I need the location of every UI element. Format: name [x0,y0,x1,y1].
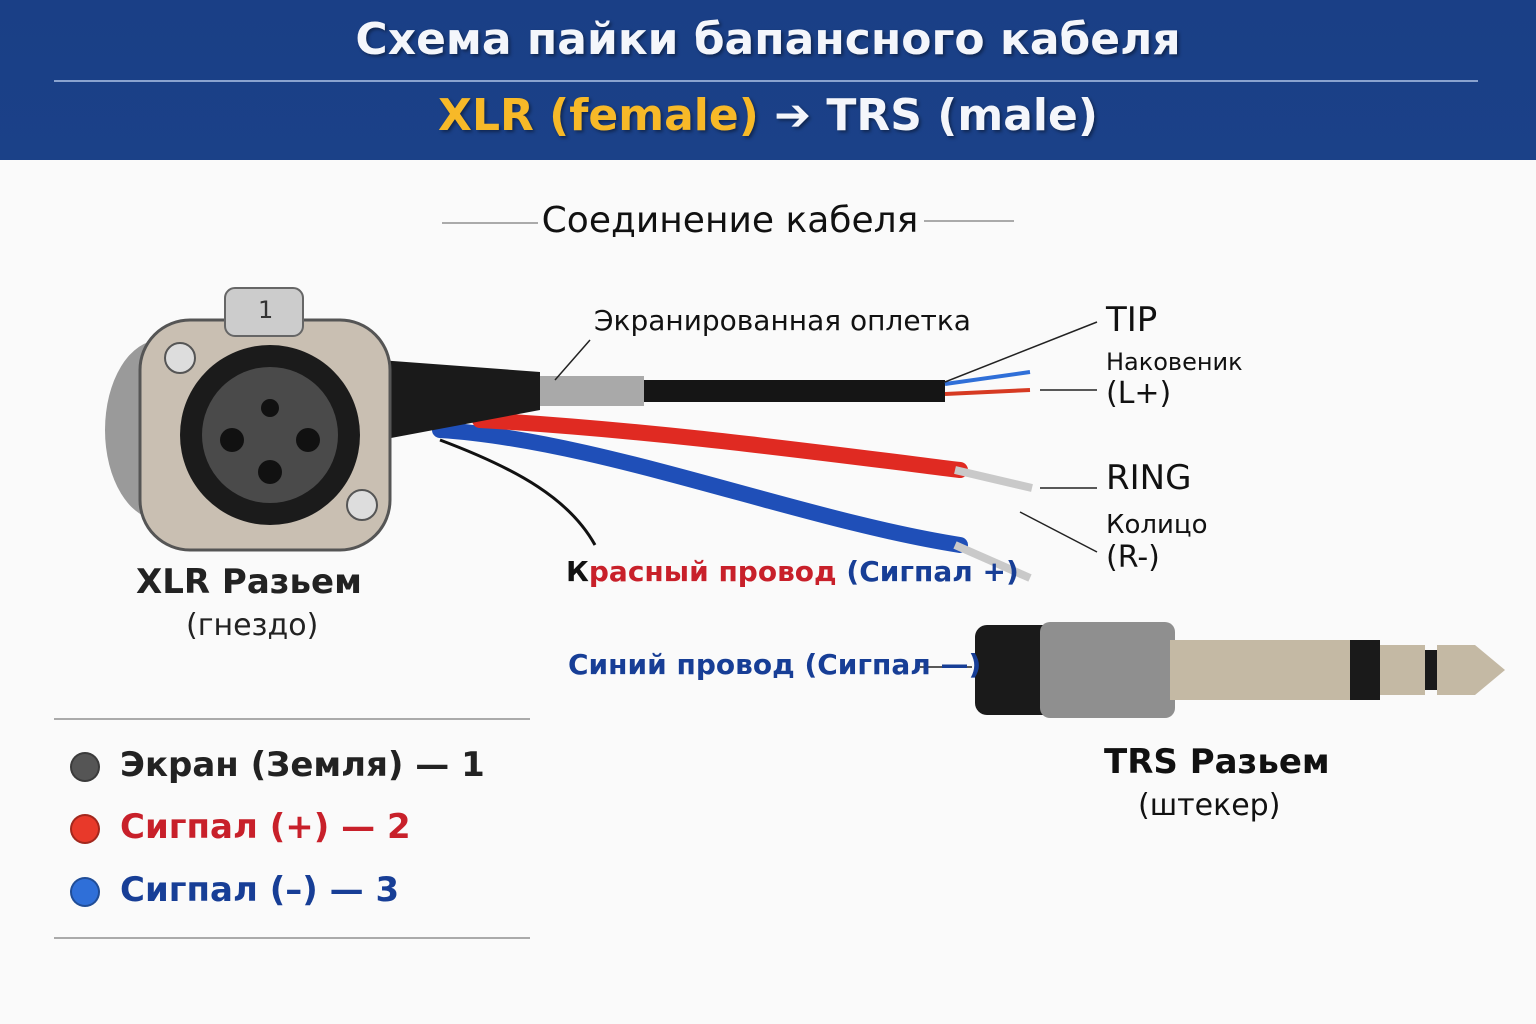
xlr-pin-tab: 1 [258,296,274,324]
red-wire [472,412,968,478]
section-rule-left [442,222,538,224]
section-title: Соединение кабеля [541,200,919,241]
tip-channel-label: (L+) [1106,376,1172,411]
legend-item-ground: Экран (Земля) — 1 [70,745,485,785]
ring-label: RING [1106,458,1192,498]
blue-dot-icon [70,876,100,907]
xlr-name: XLR Разьем [136,562,362,602]
shield-label: Экранированная оплетка [594,304,971,337]
red-wire-label: Красный провод (Сигпал +) [566,555,1019,588]
legend-text: Сигпал (+) — 2 [120,807,411,847]
screw-icon [164,342,196,374]
xlr-sub: (гнездо) [186,608,319,643]
ground-dot-icon [70,751,100,782]
legend-item-plus: Сигпал (+) — 2 [70,807,411,847]
subtitle: XLR (female) ➔ TRS (male) [0,90,1536,141]
subtitle-trs: TRS (male) [826,90,1098,141]
header-divider [54,80,1478,82]
ring-ru-label: Колицо [1106,510,1208,540]
legend-bottom-rule [54,937,530,939]
red-dot-icon [70,813,100,844]
red-wire-label-signal: (Сигпал +) [846,555,1019,588]
xlr-latch [224,287,304,337]
legend-item-minus: Сигпал (–) — 3 [70,870,399,910]
ground-wire [439,438,597,546]
strain-relief [380,360,540,440]
ring-channel-label: (R-) [1106,540,1160,575]
subtitle-xlr: XLR (female) [438,90,759,141]
arrow-icon: ➔ [774,90,812,141]
tip-ru-label: Наковеник [1106,348,1243,376]
blue-wire-tip [953,541,1032,582]
legend-text: Сигпал (–) — 3 [120,870,400,910]
blue-wire-label: Синий провод (Сигпал —) [568,648,982,681]
legend-top-rule [54,718,530,720]
red-wire-tip [954,466,1033,492]
red-wire-label-k: К [566,555,589,588]
trs-sub: (штекер) [1138,788,1281,823]
trs-plug [975,622,1505,718]
shield-braid [540,376,644,406]
black-cable [640,380,945,402]
header-banner: Схема пайки бапансного кабеля XLR (femal… [0,0,1536,160]
section-rule-right [924,220,1014,222]
blue-wire [432,422,968,553]
screw-icon [346,489,378,521]
tip-label: TIP [1106,300,1158,340]
legend-text: Экран (Земля) — 1 [120,745,485,785]
trs-name: TRS Разьем [1104,742,1330,782]
title: Схема пайки бапансного кабеля [355,14,1181,65]
red-wire-label-text: расный провод [588,555,837,588]
